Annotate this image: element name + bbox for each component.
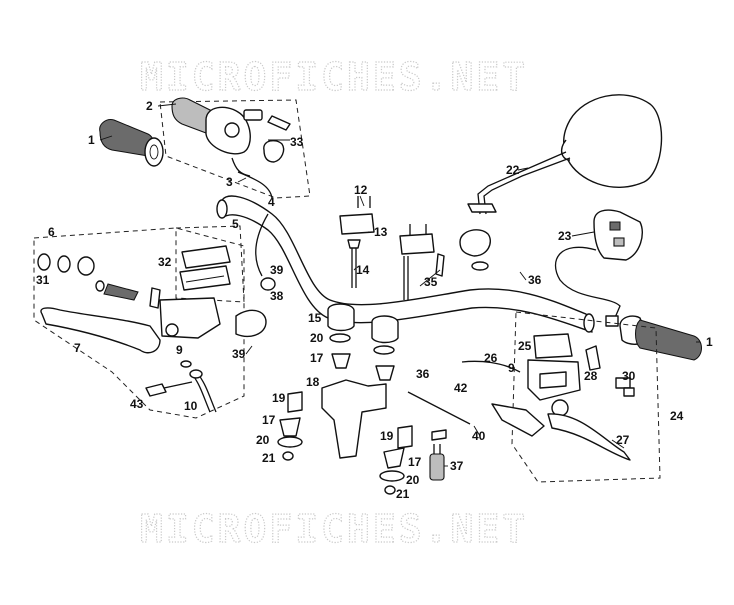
callout-33: 33 [290, 135, 304, 149]
callout-5: 5 [232, 217, 239, 231]
callout-21-left: 21 [262, 451, 276, 465]
callout-25: 25 [518, 339, 532, 353]
risers [321, 303, 399, 459]
left-seals [37, 253, 139, 301]
callout-32: 32 [158, 255, 172, 269]
callout-6: 6 [48, 225, 55, 239]
stop-switch [429, 429, 447, 481]
callout-17-centre: 17 [408, 455, 422, 469]
left-stack [277, 391, 303, 461]
callout-17-upper: 17 [310, 351, 324, 365]
left-reservoir [179, 245, 231, 291]
callout-19-left: 19 [272, 391, 286, 405]
callout-1-right: 1 [706, 335, 713, 349]
right-master-cylinder [491, 333, 635, 461]
watermark-top: MICROFICHES.NET [140, 55, 528, 99]
callout-17-left: 17 [262, 413, 276, 427]
callout-35: 35 [424, 275, 438, 289]
callout-31: 31 [36, 273, 50, 287]
callout-24: 24 [670, 409, 684, 423]
callout-30: 30 [622, 369, 636, 383]
callout-18: 18 [306, 375, 320, 389]
callout-4: 4 [268, 195, 275, 209]
callout-3: 3 [226, 175, 233, 189]
callout-42: 42 [454, 381, 468, 395]
right-grip [605, 315, 702, 361]
banjo-bolt [145, 360, 217, 413]
watermark-bottom: MICROFICHES.NET [140, 507, 528, 551]
callout-labels: 1 2 33 3 4 5 12 13 14 22 23 36 35 1 6 32… [36, 99, 713, 501]
leader-lines [99, 103, 700, 467]
callout-10: 10 [184, 399, 198, 413]
right-switch [555, 209, 644, 321]
throttle-cable-lower [255, 213, 269, 277]
callout-22: 22 [506, 163, 520, 177]
callout-37: 37 [450, 459, 464, 473]
upper-clamp-right [399, 224, 445, 300]
callout-21-centre: 21 [396, 487, 410, 501]
callout-15: 15 [308, 311, 322, 325]
callout-19-centre: 19 [380, 429, 394, 443]
handlebar [216, 195, 595, 333]
left-lever [40, 307, 161, 354]
callout-1-left: 1 [88, 133, 95, 147]
callout-9-left: 9 [176, 343, 183, 357]
callout-20-left: 20 [256, 433, 270, 447]
clutch-cable [407, 391, 471, 425]
throttle-assembly [171, 97, 291, 177]
callout-40: 40 [472, 429, 486, 443]
callout-26: 26 [484, 351, 498, 365]
callout-39-upper: 39 [270, 263, 284, 277]
centre-stack [379, 425, 413, 495]
cable-adjuster [260, 277, 276, 291]
callout-43: 43 [130, 397, 144, 411]
callout-14: 14 [356, 263, 370, 277]
callout-20-upper: 20 [310, 331, 324, 345]
left-group-outline [33, 227, 245, 419]
rear-cable [461, 360, 521, 373]
mirror [459, 94, 663, 271]
callout-36-lower: 36 [416, 367, 430, 381]
callout-39-lower: 39 [232, 347, 246, 361]
left-grip [99, 119, 164, 167]
callout-38: 38 [270, 289, 284, 303]
callout-12: 12 [354, 183, 368, 197]
callout-23: 23 [558, 229, 572, 243]
callout-9-right: 9 [508, 361, 515, 375]
callout-27: 27 [616, 433, 630, 447]
callout-20-centre: 20 [406, 473, 420, 487]
callout-28: 28 [584, 369, 598, 383]
callout-13: 13 [374, 225, 388, 239]
callout-2: 2 [146, 99, 153, 113]
callout-36-upper: 36 [528, 273, 542, 287]
left-master-cylinder [149, 287, 267, 339]
callout-7: 7 [74, 341, 81, 355]
throttle-cable-upper [237, 171, 273, 199]
